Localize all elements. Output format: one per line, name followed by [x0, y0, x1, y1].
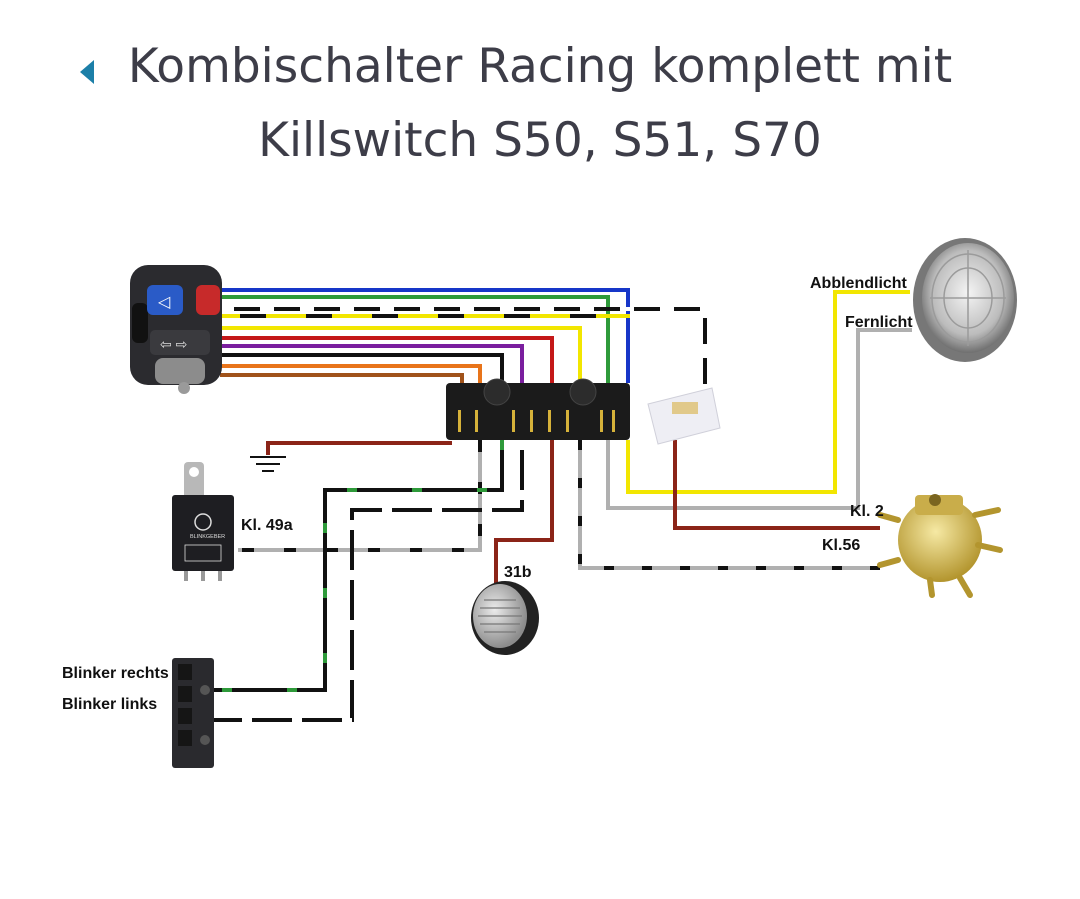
label-blinker-links: Blinker links	[62, 696, 157, 713]
label-kl49a: Kl. 49a	[241, 517, 293, 534]
handlebar-switch-icon: ◁ ⇦ ⇨	[130, 265, 222, 394]
label-blinker-rechts: Blinker rechts	[62, 665, 169, 682]
ignition-switch-icon	[877, 494, 1003, 598]
horn-icon	[471, 581, 539, 655]
relay-text: BLINKGEBER	[190, 534, 225, 540]
headlight-plug-icon	[647, 387, 721, 445]
wire-red-kl56	[673, 440, 880, 530]
wire-yellow	[220, 326, 582, 383]
terminal-block-icon	[172, 658, 214, 768]
wire-ground	[266, 441, 452, 455]
wire-orange	[220, 364, 482, 383]
wire-black-green-rechts	[213, 440, 504, 692]
wire-black	[220, 353, 504, 383]
wire-blue	[220, 288, 630, 383]
connector-block-icon	[446, 378, 630, 440]
wire-black-white-links	[213, 440, 524, 722]
label-kl2: Kl. 2	[850, 503, 884, 520]
wire-red-horn	[494, 440, 554, 583]
wire-purple	[220, 344, 524, 383]
label-31b: 31b	[504, 564, 532, 581]
wire-grey-relay	[238, 440, 482, 552]
headlight-icon	[913, 238, 1017, 362]
wire-green	[220, 295, 610, 383]
label-kl56: Kl.56	[822, 537, 860, 554]
flasher-relay-icon: BLINKGEBER	[172, 462, 234, 581]
svg-text:⇦ ⇨: ⇦ ⇨	[160, 336, 188, 352]
wire-grey-fernlicht	[606, 328, 912, 510]
page-title: Kombischalter Racing komplett mit Killsw…	[127, 39, 953, 168]
ground-symbol-icon	[250, 456, 286, 472]
header: Kombischalter Racing komplett mit Killsw…	[0, 30, 1080, 178]
svg-text:◁: ◁	[158, 294, 171, 311]
wire-red	[220, 336, 554, 383]
label-fernlicht: Fernlicht	[845, 314, 913, 331]
wire-brown	[220, 373, 464, 383]
back-arrow-icon[interactable]	[72, 54, 112, 94]
label-abblendlicht: Abblendlicht	[810, 275, 908, 292]
